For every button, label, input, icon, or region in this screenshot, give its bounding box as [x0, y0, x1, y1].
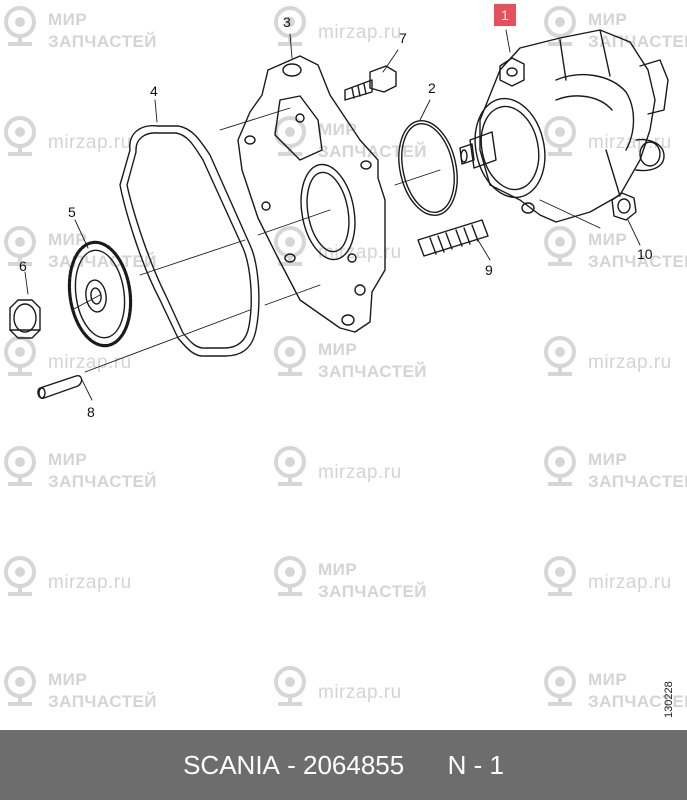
- watermark-logo: mirzap.ru: [0, 110, 170, 170]
- watermark-brand-line1: МИР: [318, 120, 358, 139]
- watermark-brand-line1: МИР: [48, 230, 88, 249]
- watermark-brand-line2: ЗАПЧАСТЕЙ: [48, 32, 158, 51]
- watermark-brand-line2: ЗАПЧАСТЕЙ: [48, 692, 158, 711]
- leader-lines: [24, 29, 641, 401]
- watermark-brand-line1: МИР: [318, 560, 358, 579]
- callout-4: 4: [150, 83, 158, 99]
- watermark-logo: МИР ЗАПЧАСТЕЙ: [270, 330, 440, 390]
- watermark-logo: МИР ЗАПЧАСТЕЙ: [0, 0, 170, 60]
- footer-gap: [404, 750, 447, 781]
- watermark-brand-line1: МИР: [48, 450, 88, 469]
- watermark-site-text: mirzap.ru: [318, 682, 402, 703]
- callout-1-highlighted: 1: [494, 4, 516, 26]
- watermark-brand-line1: МИР: [48, 10, 88, 29]
- watermark-site-text: mirzap.ru: [48, 572, 132, 593]
- watermark-logo: МИР ЗАПЧАСТЕЙ: [270, 550, 440, 610]
- gear-part-5: [67, 240, 133, 348]
- callout-9: 9: [485, 262, 493, 278]
- pump-part-1: [459, 29, 669, 223]
- footer-part-number: 2064855: [303, 749, 405, 780]
- watermark-brand-line2: ЗАПЧАСТЕЙ: [318, 362, 428, 381]
- watermark-site-text: mirzap.ru: [588, 352, 672, 373]
- watermark-site-text: mirzap.ru: [318, 462, 402, 483]
- stud-part-9: [417, 219, 489, 257]
- watermark-brand-line2: ЗАПЧАСТЕЙ: [588, 692, 687, 711]
- callout-5: 5: [68, 204, 76, 220]
- callout-7: 7: [399, 30, 407, 46]
- watermark-brand-line1: МИР: [588, 670, 628, 689]
- watermark-brand-line1: МИР: [588, 230, 628, 249]
- watermark-logo: mirzap.ru: [0, 550, 170, 610]
- footer-brand: SCANIA: [183, 749, 280, 780]
- callout-8: 8: [87, 404, 95, 420]
- callout-10: 10: [637, 246, 653, 262]
- callout-6: 6: [19, 258, 27, 274]
- watermark-site-text: mirzap.ru: [48, 132, 132, 153]
- watermark-logo: МИР ЗАПЧАСТЕЙ: [540, 440, 687, 500]
- watermark-logo: МИР ЗАПЧАСТЕЙ: [540, 220, 687, 280]
- watermark-logo: mirzap.ru: [540, 550, 687, 610]
- o-ring-part-2: [398, 119, 458, 217]
- watermark-site-text: mirzap.ru: [318, 242, 402, 263]
- watermark-site-text: mirzap.ru: [318, 22, 402, 43]
- watermark-logo: МИР ЗАПЧАСТЕЙ: [540, 660, 687, 720]
- watermark-logo: mirzap.ru: [270, 220, 440, 280]
- watermark-logo: МИР ЗАПЧАСТЕЙ: [540, 0, 687, 60]
- watermark-logo: mirzap.ru: [270, 660, 440, 720]
- footer-quantity: N - 1: [447, 749, 504, 780]
- watermark-logo: mirzap.ru: [270, 440, 440, 500]
- nut-part-6: [9, 299, 41, 339]
- pin-part-8: [37, 374, 83, 399]
- watermark-brand-line1: МИР: [318, 340, 358, 359]
- exploded-parts-drawing: [9, 29, 669, 401]
- watermark-brand-line1: МИР: [588, 10, 628, 29]
- watermark-brand-line1: МИР: [48, 670, 88, 689]
- footer-bar: SCANIA - 2064855 N - 1: [0, 730, 687, 800]
- bolt-part-7: [344, 65, 397, 101]
- watermark-brand-line2: ЗАПЧАСТЕЙ: [318, 582, 428, 601]
- document-code: 130228: [663, 681, 675, 718]
- callout-3: 3: [283, 14, 291, 30]
- watermark-brand-line1: МИР: [588, 450, 628, 469]
- watermark-site-text: mirzap.ru: [48, 352, 132, 373]
- watermark-logo: mirzap.ru: [0, 330, 170, 390]
- watermark-logo: mirzap.ru: [540, 330, 687, 390]
- watermark-brand-line2: ЗАПЧАСТЕЙ: [588, 32, 687, 51]
- gasket-part-4: [119, 125, 260, 357]
- watermark-site-text: mirzap.ru: [588, 572, 672, 593]
- watermark-brand-line2: ЗАПЧАСТЕЙ: [588, 472, 687, 491]
- callout-2: 2: [428, 80, 436, 96]
- watermark-brand-line2: ЗАПЧАСТЕЙ: [588, 252, 687, 271]
- washer-nut-part-10: [611, 192, 637, 221]
- housing-part-3: [237, 55, 386, 333]
- watermark-brand-line2: ЗАПЧАСТЕЙ: [48, 472, 158, 491]
- watermark-logo: МИР ЗАПЧАСТЕЙ: [0, 440, 170, 500]
- watermark-logo: МИР ЗАПЧАСТЕЙ: [0, 660, 170, 720]
- footer-separator: -: [279, 749, 303, 780]
